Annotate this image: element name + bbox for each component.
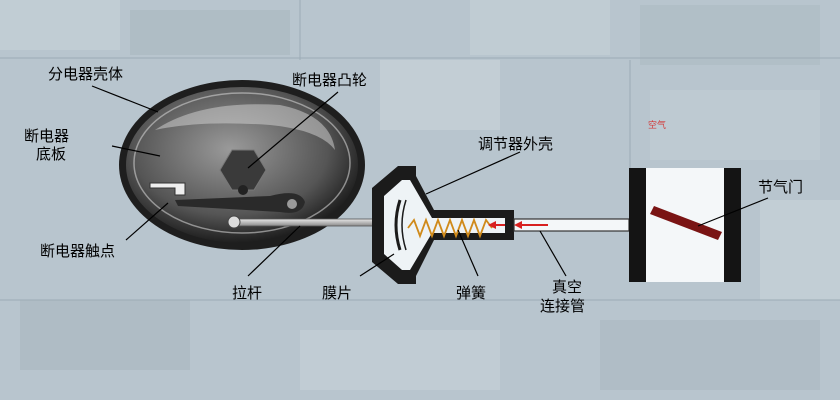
label-vacuum-tube-line2: 连接管 xyxy=(540,297,585,315)
breaker-cam xyxy=(219,149,267,195)
label-small-note: 空气 xyxy=(648,119,666,131)
label-breaker-cam: 断电器凸轮 xyxy=(292,71,367,89)
diaphragm-curve xyxy=(394,199,402,251)
label-diaphragm: 膜片 xyxy=(322,284,352,302)
label-spring: 弹簧 xyxy=(456,284,486,302)
label-throttle: 节气门 xyxy=(758,178,803,196)
label-breaker-base-line1: 断电器 xyxy=(24,127,69,145)
throttle-plate xyxy=(650,206,722,240)
label-vacuum-tube-line1: 真空 xyxy=(552,278,582,296)
breaker-contact-arm xyxy=(149,182,305,213)
label-breaker-contact: 断电器触点 xyxy=(40,242,115,260)
flow-arrows xyxy=(488,221,548,229)
label-regulator-housing: 调节器外壳 xyxy=(478,135,553,153)
regulator-housing xyxy=(372,166,514,284)
label-pull-rod: 拉杆 xyxy=(232,284,262,302)
leader-lines xyxy=(91,85,769,277)
throttle-body xyxy=(629,168,741,282)
label-distributor-housing: 分电器壳体 xyxy=(48,65,123,83)
spring xyxy=(407,217,493,239)
label-breaker-base-line2: 底板 xyxy=(36,145,66,163)
